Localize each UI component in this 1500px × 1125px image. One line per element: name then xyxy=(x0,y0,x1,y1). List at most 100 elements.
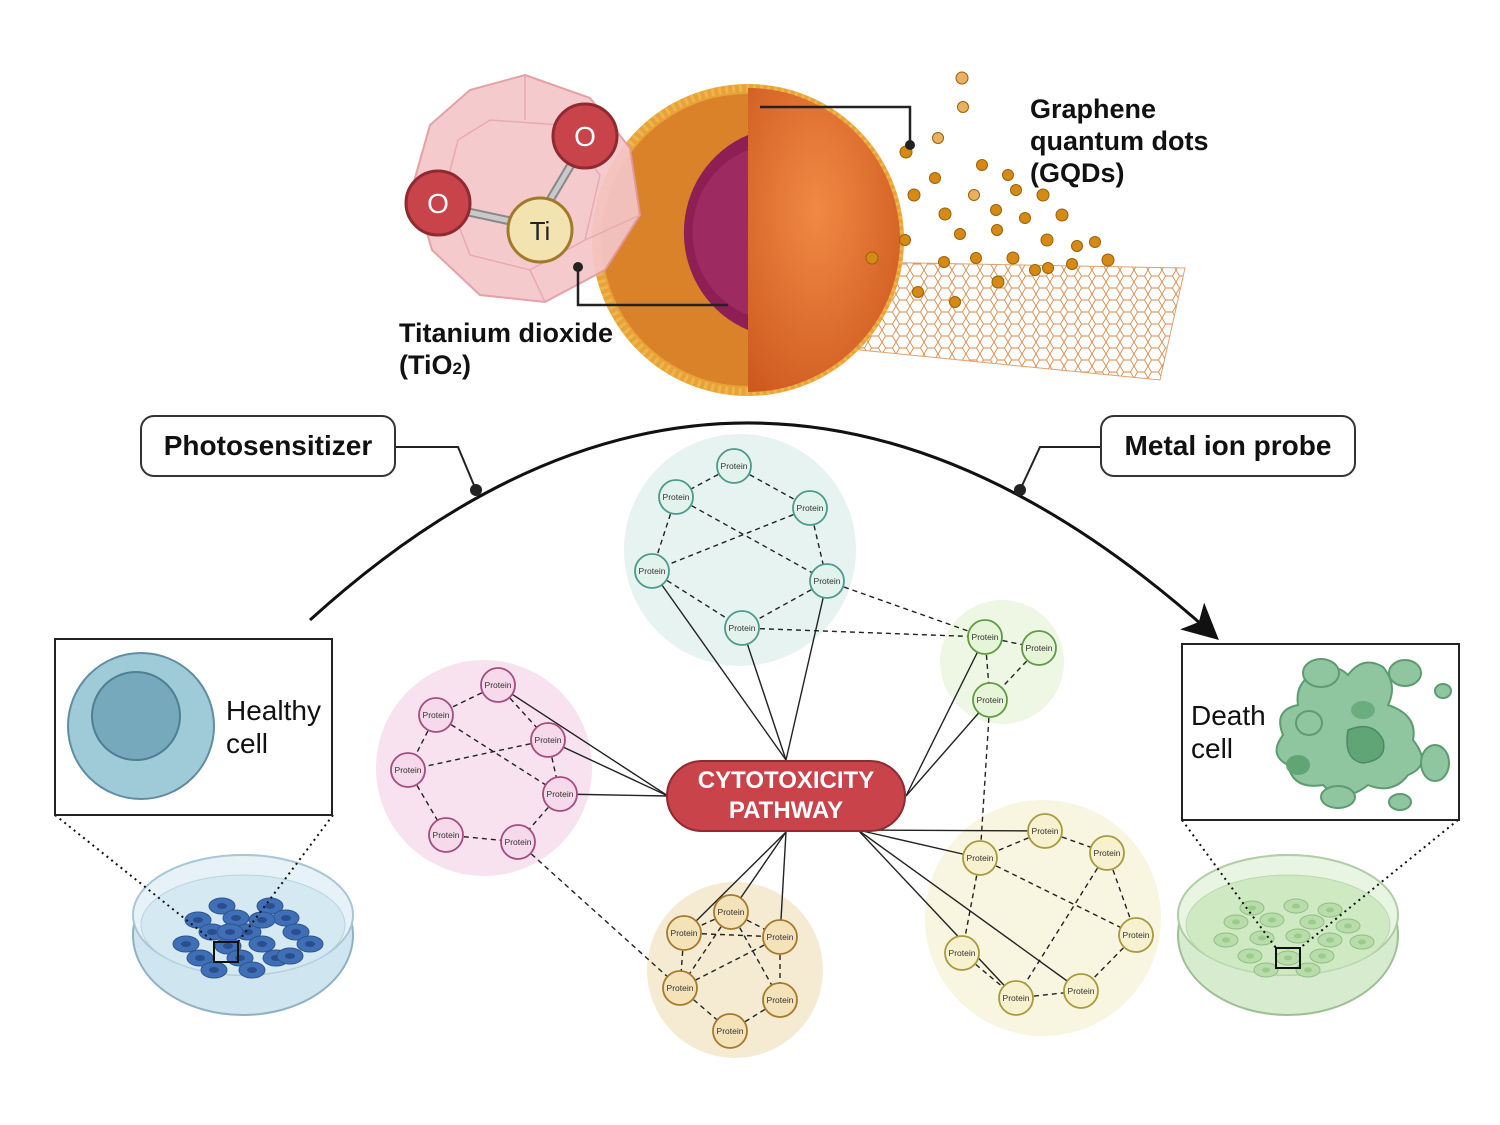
protein-node: Protein xyxy=(530,722,566,758)
cell-nucleus xyxy=(1262,967,1270,973)
cell-nucleus xyxy=(285,953,295,959)
protein-node-label: Protein xyxy=(1068,986,1095,996)
protein-node: Protein xyxy=(418,697,454,733)
protein-node-label: Protein xyxy=(671,928,698,938)
network-edge-dashed xyxy=(1015,852,1108,999)
cell-nucleus xyxy=(1246,953,1254,959)
protein-node-label: Protein xyxy=(967,853,994,863)
protein-node-circle xyxy=(792,490,828,526)
protein-node-label: Protein xyxy=(639,566,666,576)
protein-node-label: Protein xyxy=(767,995,794,1005)
cell-nucleus xyxy=(1284,955,1292,961)
death-cell-colony xyxy=(1213,898,1375,978)
quantum-dot xyxy=(976,159,988,171)
pathway-label-line1: CYTOTOXICITY xyxy=(697,767,875,794)
protein-node-circle xyxy=(1118,917,1154,953)
protein-node-label: Protein xyxy=(1032,826,1059,836)
quantum-dot xyxy=(1019,212,1031,224)
protein-node: Protein xyxy=(724,610,760,646)
protein-node-label: Protein xyxy=(718,907,745,917)
network-edge-solid xyxy=(857,829,981,859)
network-edge-solid xyxy=(905,699,991,797)
quantum-dot xyxy=(949,296,961,308)
cell-nucleus xyxy=(217,903,227,909)
network-edge-dashed xyxy=(741,580,828,629)
cytotoxicity-pathway-hub: CYTOTOXICITY PATHWAY xyxy=(666,760,906,832)
death-petri-dish xyxy=(1177,819,1459,1016)
quantum-dot xyxy=(1040,233,1054,247)
protein-node-label: Protein xyxy=(433,830,460,840)
death-cell-panel: Death cell xyxy=(1181,643,1460,821)
network-edge-solid xyxy=(857,829,1082,992)
quantum-dot xyxy=(929,172,941,184)
protein-node-label: Protein xyxy=(729,623,756,633)
cell-nucleus xyxy=(225,929,235,935)
protein-node: Protein xyxy=(962,840,998,876)
protein-node-circle xyxy=(716,448,752,484)
tio2-formula-base: (TiO xyxy=(399,349,453,380)
protein-node: Protein xyxy=(1027,813,1063,849)
nanoparticle xyxy=(592,84,904,396)
oxygen-symbol: O xyxy=(427,188,449,219)
quantum-dot xyxy=(932,132,944,144)
protein-node-circle xyxy=(658,479,694,515)
protein-node-label: Protein xyxy=(767,932,794,942)
protein-node-label: Protein xyxy=(977,695,1004,705)
quantum-dot xyxy=(968,189,980,201)
cell-nucleus xyxy=(257,917,267,923)
protein-node-circle xyxy=(542,776,578,812)
network-edge-dashed xyxy=(407,739,549,771)
protein-node-circle xyxy=(428,817,464,853)
network-edge-dashed xyxy=(517,841,681,989)
healthy-label-line2: cell xyxy=(226,728,269,760)
gqd-label-line3: (GQDs) xyxy=(1030,157,1125,188)
quantum-dot xyxy=(991,224,1003,236)
protein-node: Protein xyxy=(712,1013,748,1049)
cell-nucleus xyxy=(265,903,275,909)
cell-nucleus xyxy=(193,917,203,923)
protein-node: Protein xyxy=(428,817,464,853)
protein-node-circle xyxy=(762,919,798,955)
protein-node: Protein xyxy=(716,448,752,484)
protein-node-circle xyxy=(724,610,760,646)
cell-nucleus xyxy=(1232,919,1240,925)
protein-node-circle xyxy=(972,682,1008,718)
cell-nucleus xyxy=(1304,967,1312,973)
quantum-dot xyxy=(907,188,921,202)
network-edge-dashed xyxy=(979,857,1137,936)
protein-node-label: Protein xyxy=(1003,993,1030,1003)
network-edge-dashed xyxy=(435,714,561,795)
protein-node: Protein xyxy=(658,479,694,515)
protein-node-label: Protein xyxy=(797,503,824,513)
protein-node-circle xyxy=(762,982,798,1018)
protein-node-circle xyxy=(418,697,454,733)
quantum-dot xyxy=(1066,258,1078,270)
protein-node-circle xyxy=(1063,973,1099,1009)
cell-nucleus xyxy=(257,941,267,947)
protein-node-circle xyxy=(480,667,516,703)
cell-nucleus xyxy=(1326,937,1334,943)
quantum-dot xyxy=(1101,253,1115,267)
cell-nucleus xyxy=(1318,953,1326,959)
protein-node: Protein xyxy=(666,915,702,951)
oxygen-symbol: O xyxy=(574,121,596,152)
death-cell-label: Death cell xyxy=(1191,699,1266,765)
protein-node: Protein xyxy=(662,970,698,1006)
protein-node: Protein xyxy=(1063,973,1099,1009)
pathway-label-line2: PATHWAY xyxy=(728,797,844,824)
protein-node-label: Protein xyxy=(395,765,422,775)
healthy-cell-panel: Healthy cell xyxy=(54,638,333,816)
cell-nucleus xyxy=(1248,905,1256,911)
protein-node-circle xyxy=(1021,630,1057,666)
protein-node: Protein xyxy=(1021,630,1057,666)
quantum-dot xyxy=(990,204,1002,216)
network-edge-solid xyxy=(497,684,669,797)
protein-node-circle xyxy=(500,824,536,860)
quantum-dot xyxy=(938,207,952,221)
protein-node: Protein xyxy=(390,752,426,788)
protein-node-label: Protein xyxy=(663,492,690,502)
healthy-petri-dish xyxy=(54,814,354,1016)
protein-node-label: Protein xyxy=(1123,930,1150,940)
protein-node-label: Protein xyxy=(814,576,841,586)
